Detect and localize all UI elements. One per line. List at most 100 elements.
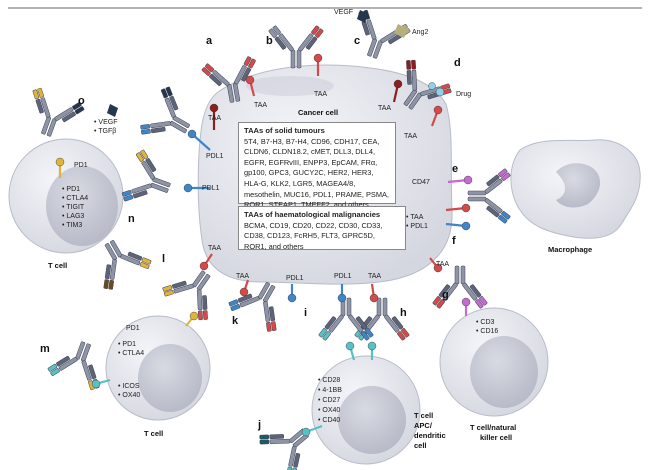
label-vegf-c: VEGF [334, 9, 353, 16]
panel-letter-h: h [400, 307, 407, 319]
antibody-n [121, 149, 171, 202]
solid-panel-line-1: 5T4, B7-H3, B7-H4, CD96, CDH17, CEA, [244, 136, 380, 146]
solid-panel-line-5: HLA-G, KLK2, LGR5, MAGEA4/8, [244, 178, 356, 188]
label-taa-d2: TAA [404, 133, 417, 140]
list-apc-item-4: • OX40 [318, 407, 340, 414]
pdl1-ligand-k [287, 284, 297, 303]
solid-panel-line-6: mesothelin, MUC16, PDL1, PRAME, PSMA, [244, 189, 389, 199]
panel-letter-j: j [257, 419, 261, 431]
t-cell-bottom-label: T cell [144, 429, 163, 438]
list-f-item-2: • PDL1 [406, 223, 428, 230]
taa-ligand-g [429, 257, 443, 273]
label-drug: Drug [456, 91, 471, 98]
label-pdl1-k: PDL1 [286, 275, 304, 282]
apc-label-line-1: T cell [414, 411, 433, 420]
apc-label-line-4: cell [414, 441, 427, 450]
panel-letter-i: i [304, 307, 307, 319]
panel-letter-n: n [128, 213, 135, 225]
taa-ligand-k [239, 279, 250, 297]
heme-panel-line-1: BCMA, CD19, CD20, CD22, CD30, CD33, [244, 220, 383, 230]
antibody-g [432, 265, 488, 309]
drug-payload-icon [435, 87, 445, 97]
panel-letter-d: d [454, 57, 461, 69]
solid-panel-line-4: gp100, GPC3, GUCY2C, HER2, HER3, [244, 168, 374, 178]
pdl1-ligand-o [187, 129, 211, 151]
label-taa-k: TAA [236, 273, 249, 280]
label-taa-h: TAA [368, 273, 381, 280]
antibody-l [162, 270, 211, 321]
antibody-m [47, 341, 100, 391]
list-n-item-1: • PD1 [62, 186, 80, 193]
cd28-ligand-h [367, 341, 377, 360]
label-taa-d1: TAA [378, 105, 391, 112]
label-taa-g: TAA [436, 261, 449, 268]
label-taa-a1: TAA [208, 115, 221, 122]
taa-ligand-l [199, 253, 213, 271]
solid-tumour-taa-panel: TAAs of solid tumours 5T4, B7-H3, B7-H4,… [238, 122, 396, 209]
t-cell-left-nucleus [46, 166, 118, 246]
panel-letter-o: o [78, 95, 85, 107]
cancer-nucleus-hint [246, 76, 334, 96]
solid-panel-line-3: EGFR, EGFRvIII, ENPP3, EpCAM, FRα, [244, 157, 378, 167]
list-n-item-4: • LAG3 [62, 213, 84, 220]
antibody-k [228, 282, 277, 332]
nk-label-line-1: T cell/natural [470, 423, 516, 432]
taa-ligand-d2 [430, 105, 443, 127]
pdl1-ligand-n [183, 183, 210, 193]
apc-label-line-3: dendritic [414, 431, 446, 440]
heme-panel-title: TAAs of haematological malignancies [244, 210, 381, 219]
vegf-ligand-icon [357, 10, 368, 23]
list-m-upper-item-2: • CTLA4 [118, 350, 144, 357]
list-o-item-1: • VEGF [94, 119, 117, 126]
cancer-cell-label: Cancer cell [298, 108, 338, 117]
list-n-item-2: • CTLA4 [62, 195, 88, 202]
nk-label-line-2: killer cell [480, 433, 512, 442]
icos-ligand-m [91, 378, 111, 389]
panel-letter-l: l [162, 253, 165, 265]
list-g-item-1: • CD3 [476, 319, 495, 326]
cd40-ligand-j [301, 424, 323, 437]
pd1-ligand-l [185, 311, 199, 327]
list-m-lower-item-1: • ICOS [118, 383, 140, 390]
antibody-e [467, 168, 511, 224]
list-g-item-2: • CD16 [476, 328, 498, 335]
ang2-ligand-icon [394, 24, 408, 38]
list-apc-item-2: • 4-1BB [318, 387, 342, 394]
list-f-item-1: • TAA [406, 214, 424, 221]
label-pdl1-n: PDL1 [202, 185, 220, 192]
list-n-item-3: • TIGIT [62, 204, 85, 211]
heme-panel-line-2: CD38, CD123, FcRH5, FLT3, GPRC5D, [244, 231, 375, 241]
panel-letter-c: c [354, 35, 360, 47]
taa-ligand-f [445, 203, 471, 213]
panel-letter-m: m [40, 343, 50, 355]
antibody-i [318, 297, 374, 341]
solid-panel-title: TAAs of solid tumours [244, 126, 325, 135]
taa-ligand-b [313, 53, 323, 76]
taa-ligand-a2 [245, 75, 256, 97]
pdl1-ligand-f [445, 221, 471, 231]
panel-letter-g: g [442, 289, 449, 301]
label-pdl1-i: PDL1 [334, 273, 352, 280]
macrophage-nucleus [556, 163, 601, 208]
panel-letter-b: b [266, 35, 273, 47]
solid-panel-line-2: CLDN6, CLDN18.2, cMET, DLL3, DLL4, [244, 147, 376, 157]
cd28-ligand-i [345, 341, 356, 361]
taa-ligand-a1 [209, 103, 219, 130]
label-pd1-l: PD1 [126, 325, 140, 332]
label-taa-b: TAA [314, 91, 327, 98]
macrophage-label: Macrophage [548, 245, 592, 254]
label-cd47: CD47 [412, 179, 430, 186]
taa-ligand-h [369, 283, 379, 303]
list-m-lower-item-2: • OX40 [118, 392, 140, 399]
list-n-item-5: • TIM3 [62, 222, 82, 229]
vegf-ligand-icon [107, 104, 118, 117]
antibody-j [259, 428, 309, 470]
t-cell-bottom-nucleus [138, 344, 202, 412]
pd1-ligand-o [55, 157, 65, 178]
cd47-ligand-e [447, 175, 473, 185]
list-apc-item-3: • CD27 [318, 397, 340, 404]
antibody-a [201, 56, 256, 103]
label-pd1-o: PD1 [74, 162, 88, 169]
list-m-upper-item-1: • PD1 [118, 341, 136, 348]
taa-ligand-d1 [392, 79, 403, 103]
